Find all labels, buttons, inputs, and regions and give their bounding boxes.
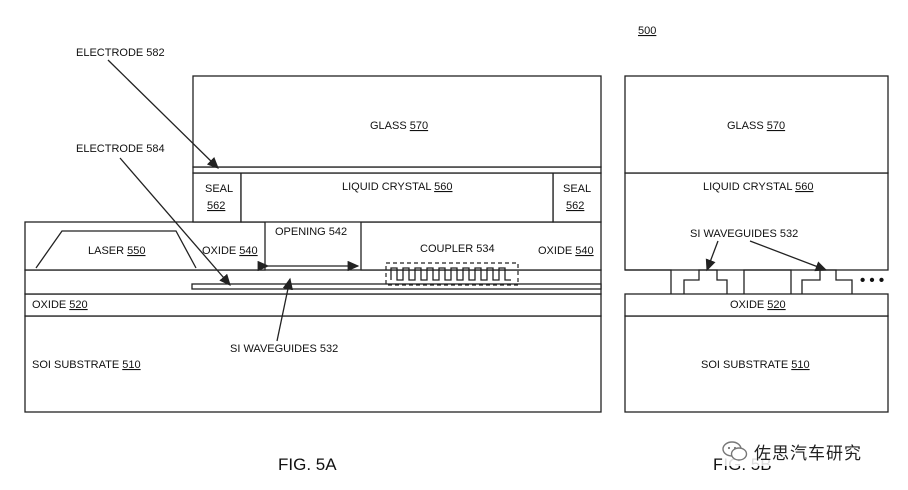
fig5b-waveguide-profile xyxy=(625,269,853,294)
wechat-icon xyxy=(722,441,748,461)
coupler-grating xyxy=(390,267,511,281)
electrode-582-callout: ELECTRODE 582 xyxy=(76,47,165,59)
seal-right-name: SEAL xyxy=(563,183,591,195)
oxide-540-left-block xyxy=(24,221,266,271)
fig-5a-caption: FIG. 5A xyxy=(278,455,337,474)
substrate-label: SOI SUBSTRATE 510 xyxy=(32,359,141,371)
waveguide-band xyxy=(24,269,602,295)
oxide-540-right-block xyxy=(360,221,602,271)
fig5b-glass-label: GLASS 570 xyxy=(727,120,785,132)
oxide-540-left-label: OXIDE 540 xyxy=(202,245,258,257)
fig5b-waveguide-arrow-1 xyxy=(705,240,719,272)
fig5b-waveguide-arrow-2 xyxy=(749,240,828,272)
figure-5a: SOI SUBSTRATE 510 OXIDE 520 LASER 550 OX… xyxy=(24,47,602,474)
fig5b-oxide-520-label: OXIDE 520 xyxy=(730,299,786,311)
fig5b-substrate-label: SOI SUBSTRATE 510 xyxy=(701,359,810,371)
glass-label: GLASS 570 xyxy=(370,120,428,132)
figure-5b: SOI SUBSTRATE 510 OXIDE 520 SI WAVEGUIDE… xyxy=(624,75,889,474)
electrode-584-strip xyxy=(191,283,602,290)
watermark-text: 佐思汽车研究 xyxy=(754,443,862,464)
electrode-582-strip xyxy=(192,166,602,174)
laser-shape xyxy=(35,230,197,269)
si-waveguides-arrow xyxy=(276,277,293,342)
opening-label: OPENING 542 xyxy=(275,226,347,238)
watermark: 佐思汽车研究 xyxy=(722,436,892,466)
electrode-584-arrow xyxy=(119,157,231,286)
coupler-dashed-outline xyxy=(385,262,519,286)
seal-right-num: 562 xyxy=(566,200,584,212)
fig5b-oxide-520-layer xyxy=(624,293,889,317)
fig5b-ellipsis: • • • xyxy=(860,272,884,289)
fig5b-liquid-crystal-label: LIQUID CRYSTAL 560 xyxy=(703,181,813,193)
electrode-584-callout: ELECTRODE 584 xyxy=(76,143,165,155)
oxide-520-label: OXIDE 520 xyxy=(32,299,88,311)
si-waveguides-callout: SI WAVEGUIDES 532 xyxy=(230,343,338,355)
reference-number: 500 xyxy=(638,25,656,37)
seal-left xyxy=(192,172,242,223)
fig5b-si-waveguides-label: SI WAVEGUIDES 532 xyxy=(690,228,798,240)
seal-left-name: SEAL xyxy=(205,183,233,195)
glass-layer xyxy=(192,75,602,168)
electrode-582-arrow xyxy=(107,59,219,169)
oxide-540-right-label: OXIDE 540 xyxy=(538,245,594,257)
fig5b-substrate-layer xyxy=(624,315,889,413)
seal-left-num: 562 xyxy=(207,200,225,212)
liquid-crystal-label: LIQUID CRYSTAL 560 xyxy=(342,181,452,193)
soi-substrate-layer xyxy=(24,315,602,413)
laser-label: LASER 550 xyxy=(88,245,146,257)
coupler-label: COUPLER 534 xyxy=(420,243,495,255)
seal-right xyxy=(552,172,602,223)
fig5b-glass-layer xyxy=(624,75,889,174)
oxide-520-layer xyxy=(24,293,602,317)
